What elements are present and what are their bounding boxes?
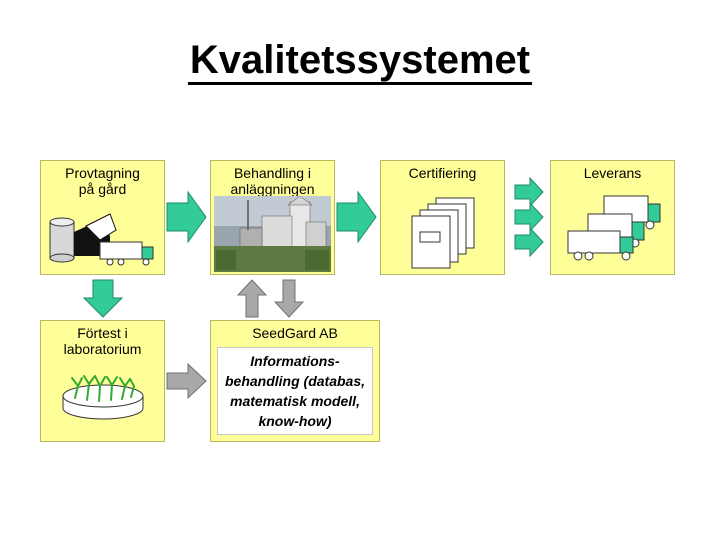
arrow-right-4 (166, 362, 207, 400)
box-seedgard: SeedGard AB Informations- behandling (da… (210, 320, 380, 442)
box-certifiering-label: Certifiering (408, 165, 477, 181)
info-panel-text: Informations- behandling (databas, matem… (224, 353, 365, 429)
arrow-right-3a (514, 176, 544, 208)
arrow-right-1 (166, 190, 207, 244)
arrow-right-3c (514, 226, 544, 258)
farm-illustration (49, 213, 154, 266)
box-leverans-label: Leverans (583, 165, 642, 181)
box-behandling-label: Behandling i anläggningen (230, 165, 315, 197)
arrow-down-2 (273, 279, 305, 318)
box-fortest-label: Förtest i laboratorium (63, 325, 142, 357)
arrow-right-3b (514, 201, 544, 233)
arrow-up (236, 279, 268, 318)
plant-photo (214, 195, 331, 272)
info-panel: Informations- behandling (databas, matem… (217, 347, 373, 435)
box-provtagning-label: Provtagning på gård (65, 165, 140, 197)
arrow-right-2 (336, 190, 377, 244)
box-seedgard-label: SeedGard AB (252, 325, 338, 341)
trucks-illustration (567, 195, 661, 261)
title-text: Kvalitetssystemet (187, 38, 533, 85)
seed-bags-illustration (411, 197, 475, 269)
petri-dish-illustration (62, 375, 144, 420)
page-title: Kvalitetssystemet (0, 38, 720, 85)
arrow-down-1 (82, 279, 124, 318)
